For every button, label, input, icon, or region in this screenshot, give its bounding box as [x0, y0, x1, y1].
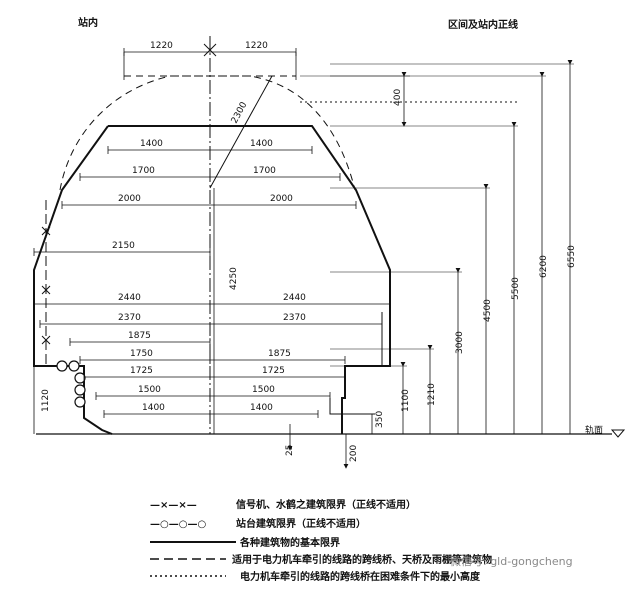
center-x-mark: [203, 43, 217, 57]
right-platform-step: [329, 398, 375, 415]
diagonal-2300-line: [209, 75, 273, 189]
dim-200: 200: [349, 445, 359, 462]
dim-4500: 4500: [483, 299, 493, 322]
dim-2000-left: 2000: [118, 194, 141, 204]
dim-1220-right: 1220: [245, 41, 268, 51]
dim-2440-left: 2440: [118, 293, 141, 303]
dim-1210: 1210: [427, 383, 437, 406]
header-left: 站内: [78, 16, 98, 29]
legend-text-signal: 信号机、水鹤之建筑限界（正线不适用）: [236, 498, 416, 511]
dim-2370-left: 2370: [118, 313, 141, 323]
watermark: 微信号: gld-gongcheng: [450, 554, 573, 568]
dim-2440-right: 2440: [283, 293, 306, 303]
legend-text-difficult: 电力机车牵引的线路的跨线桥在困难条件下的最小高度: [240, 570, 481, 583]
dim-1400-left-top: 1400: [140, 139, 163, 149]
dim-1500-right: 1500: [252, 385, 275, 395]
dim-1400-left-bottom: 1400: [142, 403, 165, 413]
right-step-line: [345, 312, 383, 367]
platform-circle-markers: [56, 360, 86, 408]
dim-1750: 1750: [130, 349, 153, 359]
header-right: 区间及站内正线: [448, 18, 518, 31]
legend-text-electric: 适用于电力机车牵引的线路的跨线桥、天桥及雨棚等建筑物: [232, 553, 492, 566]
dim-25: 25: [285, 445, 295, 456]
rail-label: 轨面: [585, 424, 603, 436]
dim-3000: 3000: [455, 331, 465, 354]
dim-1875-right: 1875: [268, 349, 291, 359]
dim-1220-left: 1220: [150, 41, 173, 51]
dim-2370-right: 2370: [283, 313, 306, 323]
dim-2000-right: 2000: [270, 194, 293, 204]
dim-6200: 6200: [539, 255, 549, 278]
legend: —×—×— 信号机、水鹤之建筑限界（正线不适用） —○—○—○ 站台建筑限界（正…: [150, 498, 492, 583]
right-vertical-dimension-lines: [330, 60, 574, 434]
legend-text-basic: 各种建筑物的基本限界: [239, 536, 340, 549]
dim-1120: 1120: [41, 389, 51, 412]
dim-2150: 2150: [112, 241, 135, 251]
legend-symbol-platform: —○—○—○: [150, 519, 206, 530]
signal-x-markers: [41, 226, 51, 345]
horizontal-dimension-lines: [33, 48, 391, 418]
dim-5500: 5500: [511, 277, 521, 300]
dim-400: 400: [393, 89, 403, 106]
legend-text-platform: 站台建筑限界（正线不适用）: [236, 517, 366, 530]
dim-1875-left: 1875: [128, 331, 151, 341]
electric-bridge-gauge-line: [59, 75, 356, 191]
dim-1700-left: 1700: [132, 166, 155, 176]
dim-6550: 6550: [567, 245, 577, 268]
dim-1400-right-bottom: 1400: [250, 403, 273, 413]
rail-level-symbol: [610, 429, 626, 438]
dim-350: 350: [375, 411, 385, 428]
dim-4250: 4250: [229, 267, 239, 290]
dim-1700-right: 1700: [253, 166, 276, 176]
dim-1500-left: 1500: [138, 385, 161, 395]
dim-1725-right: 1725: [262, 366, 285, 376]
basic-building-gauge: [33, 125, 391, 435]
legend-symbol-signal: —×—×—: [150, 500, 197, 511]
dim-1400-right-top: 1400: [250, 139, 273, 149]
dim-1725-left: 1725: [130, 366, 153, 376]
dim-1100: 1100: [401, 389, 411, 412]
